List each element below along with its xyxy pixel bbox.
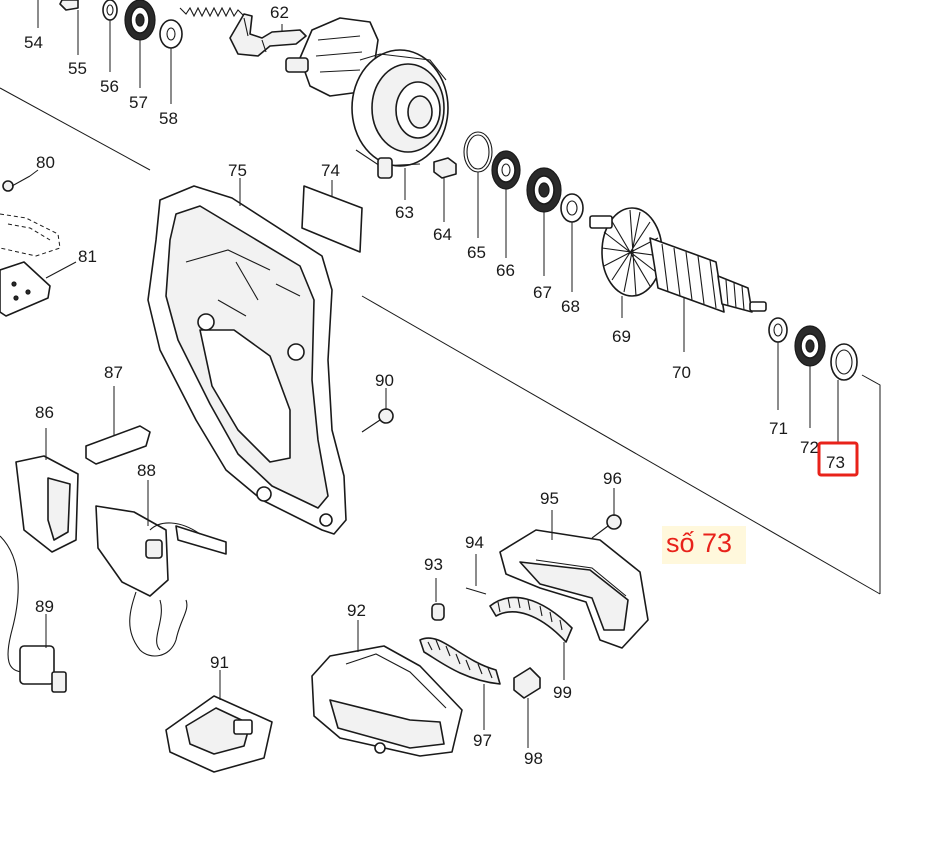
part-68-washer <box>560 193 584 292</box>
label-62: 62 <box>270 3 289 22</box>
part-87-lever <box>85 386 151 465</box>
label-95: 95 <box>540 489 559 508</box>
label-67: 67 <box>533 283 552 302</box>
part-67-bearing <box>526 167 562 276</box>
label-55: 55 <box>68 59 87 78</box>
label-75: 75 <box>228 161 247 180</box>
label-87: 87 <box>104 363 123 382</box>
label-81: 81 <box>78 247 97 266</box>
part-97-grip <box>419 637 501 730</box>
label-64: 64 <box>433 225 452 244</box>
highlight-box-73 <box>817 441 859 477</box>
part-57-bearing <box>124 0 156 88</box>
label-86: 86 <box>35 403 54 422</box>
label-99: 99 <box>553 683 572 702</box>
part-65-oring <box>463 131 493 238</box>
part-58-washer <box>159 19 183 104</box>
part-91-plate <box>165 670 273 773</box>
label-96: 96 <box>603 469 622 488</box>
label-72: 72 <box>800 438 819 457</box>
part-75-housing <box>147 178 347 535</box>
label-91: 91 <box>210 653 229 672</box>
part-63-housing <box>285 17 449 200</box>
part-72-bearing <box>794 325 826 428</box>
part-69-fan <box>601 207 663 318</box>
label-90: 90 <box>375 371 394 390</box>
label-92: 92 <box>347 601 366 620</box>
part-80-screw <box>2 169 39 192</box>
label-63: 63 <box>395 203 414 222</box>
ghost-part-dashed <box>0 213 61 257</box>
part-90-screw <box>361 388 394 433</box>
label-66: 66 <box>496 261 515 280</box>
label-73: 73 <box>826 453 845 472</box>
spring <box>179 6 245 18</box>
label-58: 58 <box>159 109 178 128</box>
label-57: 57 <box>129 93 148 112</box>
part-64-block <box>433 157 457 222</box>
part-92-cover <box>311 620 463 757</box>
part-99-grip <box>489 596 573 680</box>
label-89: 89 <box>35 597 54 616</box>
label-65: 65 <box>467 243 486 262</box>
part-74-label <box>301 180 363 253</box>
label-98: 98 <box>524 749 543 768</box>
part-95-cover <box>499 510 649 649</box>
part-98-clip <box>513 667 541 748</box>
label-69: 69 <box>612 327 631 346</box>
part-56-ring <box>102 0 118 72</box>
part-93-pin <box>431 578 445 621</box>
label-71: 71 <box>769 419 788 438</box>
part-86-holder <box>15 428 79 553</box>
label-93: 93 <box>424 555 443 574</box>
part-70-armature <box>589 215 767 352</box>
label-68: 68 <box>561 297 580 316</box>
part-81-plate <box>0 261 77 317</box>
callout-labels: 54 55 56 57 58 62 63 64 65 66 67 68 69 7… <box>24 3 845 768</box>
label-94: 94 <box>465 533 484 552</box>
label-56: 56 <box>100 77 119 96</box>
assembly-guide-lines <box>0 87 881 595</box>
part-66-seal <box>491 150 521 258</box>
part-88-switch <box>95 480 227 657</box>
part-55 <box>59 0 79 55</box>
label-74: 74 <box>321 161 340 180</box>
part-89-terminal <box>0 535 67 693</box>
annotation-background <box>662 526 746 564</box>
part-94-rod <box>465 554 487 595</box>
label-54: 54 <box>24 33 43 52</box>
part-71-washer <box>768 317 788 410</box>
part-62-lever <box>229 13 307 57</box>
part-73-ring <box>830 343 858 442</box>
annotation-text: số 73 <box>666 528 733 558</box>
label-80: 80 <box>36 153 55 172</box>
label-70: 70 <box>672 363 691 382</box>
label-88: 88 <box>137 461 156 480</box>
label-97: 97 <box>473 731 492 750</box>
part-96-screw <box>591 488 622 539</box>
